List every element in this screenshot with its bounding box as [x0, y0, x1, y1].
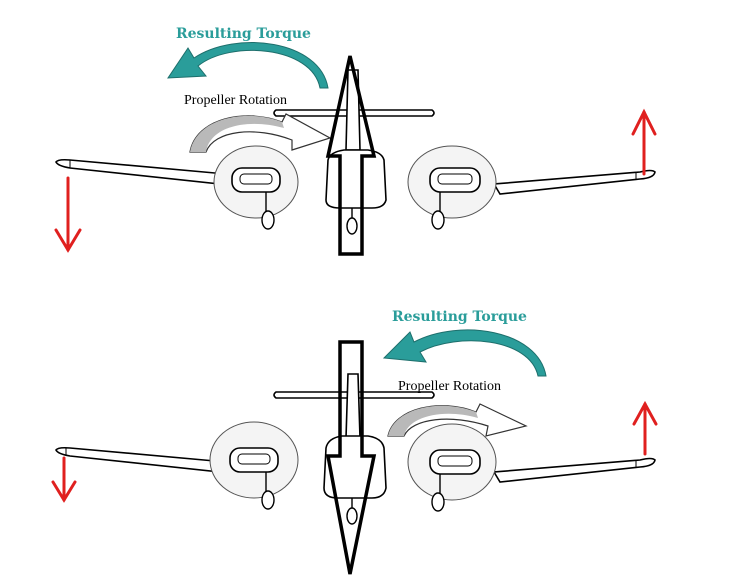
right-wing: [492, 457, 656, 483]
airplane-bottom: [55, 373, 656, 525]
tail-fin: [345, 373, 361, 439]
airplane-top-svg: [54, 42, 657, 256]
right-wing-force-arrow: [631, 108, 657, 176]
torque-arrow-icon: [167, 42, 329, 89]
left-wing-force-arrow: [54, 176, 82, 253]
landing-gear: [261, 472, 445, 525]
wing-force-arrow-icon: [54, 108, 657, 253]
left-wing: [55, 446, 228, 473]
panel-top: Resulting Torque Propeller Rotation: [54, 26, 657, 256]
thrust-arrow-icon: [325, 55, 377, 256]
fuselage: [325, 149, 387, 209]
panel-bottom: Resulting Torque Propeller Rotation: [0, 288, 736, 576]
bottom-torque-label: Resulting Torque: [392, 309, 527, 325]
top-torque-label: Resulting Torque: [176, 26, 311, 42]
propeller-rotation-arrow-icon: [189, 113, 332, 153]
top-rotation-label: Propeller Rotation: [184, 93, 288, 108]
airplane-bottom-svg: [51, 329, 658, 575]
right-wing: [492, 169, 656, 195]
airplane-top: [55, 69, 656, 235]
bottom-rotation-label: Propeller Rotation: [398, 379, 502, 394]
torque-arrow-icon: [382, 329, 547, 377]
thrust-arrow-icon: [325, 340, 377, 575]
left-wing: [55, 158, 228, 185]
propeller-rotation-arrow-icon: [387, 403, 528, 437]
wing-force-arrow-icon: [51, 400, 658, 503]
landing-gear: [261, 192, 445, 235]
right-wing-force-arrow: [632, 400, 658, 456]
left-wing-force-arrow: [51, 456, 77, 503]
